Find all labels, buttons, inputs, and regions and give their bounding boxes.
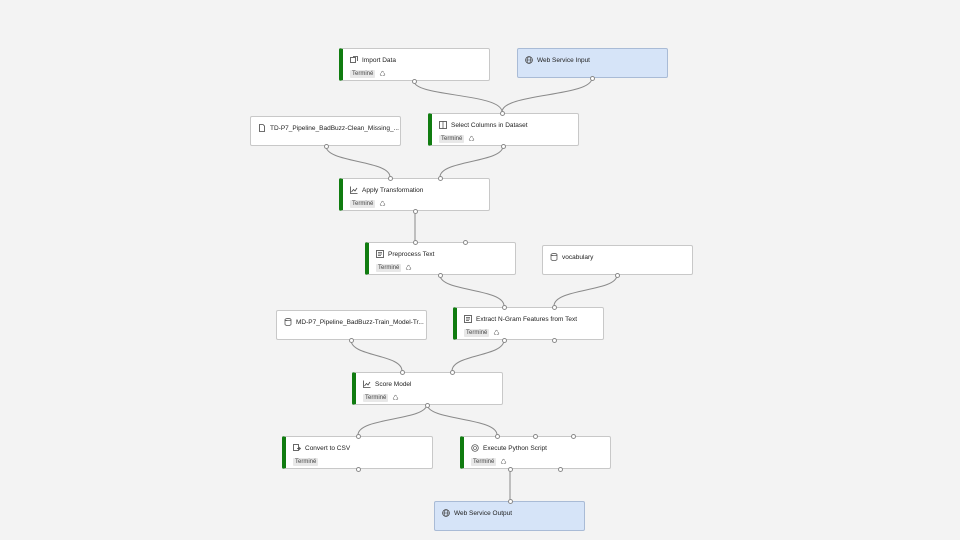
recycle-icon: ♺ (493, 329, 500, 337)
node-import-data[interactable]: Import Data Terminé ♺ (339, 48, 490, 81)
node-label: vocabulary (562, 253, 594, 261)
node-vocabulary[interactable]: vocabulary (542, 245, 693, 275)
edge-preprocess-to-extract (439, 274, 505, 307)
input-port[interactable] (570, 433, 576, 439)
output-port[interactable] (412, 208, 418, 214)
edge-select-to-apply (439, 145, 504, 178)
input-port[interactable] (499, 110, 505, 116)
node-preprocess-text[interactable]: Preprocess Text Terminé ♺ (365, 242, 516, 275)
node-apply-transformation[interactable]: Apply Transformation Terminé ♺ (339, 178, 490, 211)
status-badge: Terminé (293, 458, 319, 466)
output-port[interactable] (355, 466, 361, 472)
node-label: MD-P7_Pipeline_BadBuzz-Train_Model-Tr... (296, 318, 424, 326)
output-port[interactable] (614, 272, 620, 278)
input-port[interactable] (507, 498, 513, 504)
convert-icon (293, 444, 301, 452)
status-badge: Terminé (350, 200, 376, 208)
input-port[interactable] (387, 175, 393, 181)
input-port[interactable] (494, 433, 500, 439)
input-port[interactable] (449, 369, 455, 375)
python-icon (471, 444, 479, 452)
input-port[interactable] (532, 433, 538, 439)
database-icon (550, 253, 558, 261)
document-icon (258, 124, 266, 132)
import-icon (350, 56, 358, 64)
node-execute-python[interactable]: Execute Python Script Terminé ♺ (460, 436, 611, 469)
output-port[interactable] (589, 75, 595, 81)
node-score-model[interactable]: Score Model Terminé ♺ (352, 372, 503, 405)
node-label: Web Service Output (454, 509, 513, 517)
recycle-icon: ♺ (379, 70, 386, 78)
output-port[interactable] (424, 402, 430, 408)
node-label: Preprocess Text (388, 250, 435, 258)
recycle-icon: ♺ (379, 200, 386, 208)
edge-td-to-apply (325, 145, 391, 178)
status-badge: Terminé (471, 458, 497, 466)
output-port[interactable] (551, 337, 557, 343)
node-td-dataset[interactable]: TD-P7_Pipeline_BadBuzz-Clean_Missing_... (250, 116, 401, 146)
database-icon (284, 318, 292, 326)
output-port[interactable] (557, 466, 563, 472)
input-port[interactable] (355, 433, 361, 439)
globe-icon (442, 509, 450, 517)
node-label: Score Model (375, 380, 412, 388)
node-label: Execute Python Script (483, 444, 547, 452)
node-label: Web Service Input (537, 56, 590, 64)
node-label: Import Data (362, 56, 396, 64)
edge-wsi-to-select (501, 77, 593, 113)
node-extract-ngram[interactable]: Extract N-Gram Features from Text Termin… (453, 307, 604, 340)
status-badge: Terminé (363, 394, 389, 402)
output-port[interactable] (501, 337, 507, 343)
input-port[interactable] (462, 239, 468, 245)
output-port[interactable] (500, 143, 506, 149)
edge-score-to-csv (357, 403, 428, 436)
status-badge: Terminé (439, 135, 465, 143)
output-port[interactable] (437, 272, 443, 278)
status-badge: Terminé (376, 264, 402, 272)
recycle-icon: ♺ (405, 264, 412, 272)
node-label: Extract N-Gram Features from Text (476, 315, 578, 323)
recycle-icon: ♺ (468, 135, 475, 143)
edge-md-to-score (350, 339, 403, 372)
output-port[interactable] (323, 143, 329, 149)
node-web-service-output[interactable]: Web Service Output (434, 501, 585, 531)
recycle-icon: ♺ (500, 458, 507, 466)
node-label: TD-P7_Pipeline_BadBuzz-Clean_Missing_... (270, 124, 399, 132)
node-web-service-input[interactable]: Web Service Input (517, 48, 668, 78)
input-port[interactable] (412, 239, 418, 245)
globe-icon (525, 56, 533, 64)
input-port[interactable] (437, 175, 443, 181)
node-label: Apply Transformation (362, 186, 424, 194)
node-md-model[interactable]: MD-P7_Pipeline_BadBuzz-Train_Model-Tr... (276, 310, 427, 340)
status-badge: Terminé (350, 70, 376, 78)
node-select-columns[interactable]: Select Columns in Dataset Terminé ♺ (428, 113, 579, 146)
text-icon (376, 250, 384, 258)
output-port[interactable] (348, 337, 354, 343)
input-port[interactable] (551, 304, 557, 310)
input-port[interactable] (399, 369, 405, 375)
output-port[interactable] (507, 466, 513, 472)
input-port[interactable] (501, 304, 507, 310)
edge-extract-to-score (451, 339, 505, 372)
node-convert-csv[interactable]: Convert to CSV Terminé (282, 436, 433, 469)
recycle-icon: ♺ (392, 394, 399, 402)
node-label: Select Columns in Dataset (451, 121, 528, 129)
columns-icon (439, 121, 447, 129)
status-badge: Terminé (464, 329, 490, 337)
output-port[interactable] (411, 78, 417, 84)
node-label: Convert to CSV (305, 444, 351, 452)
edge-import-to-select (413, 80, 503, 113)
edge-score-to-python (426, 403, 498, 436)
edge-vocab-to-extract (553, 274, 618, 307)
text-icon (464, 315, 472, 323)
chart-icon (350, 186, 358, 194)
chart-icon (363, 380, 371, 388)
